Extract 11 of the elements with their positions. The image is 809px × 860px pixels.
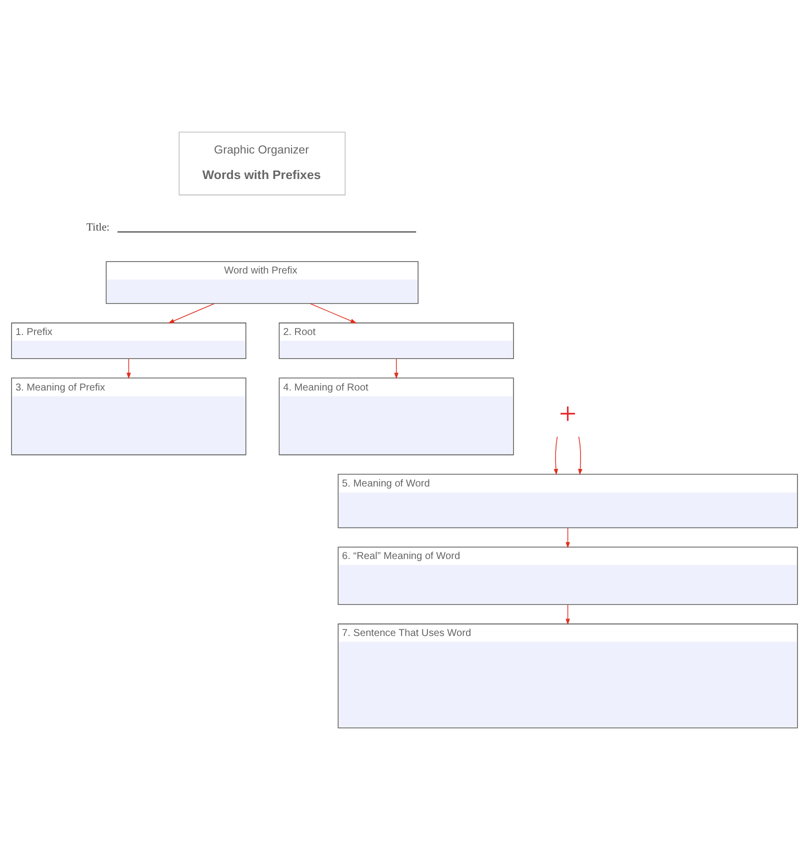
label: Title:	[86, 221, 110, 234]
arrow	[168, 303, 215, 324]
arrow	[554, 436, 558, 476]
node-box: Graphic Organizer Words with Prefixes	[178, 132, 346, 196]
node-text: +	[559, 396, 577, 432]
arrow	[566, 604, 570, 625]
arrow	[126, 358, 131, 379]
arrow	[578, 436, 582, 476]
arrow	[394, 358, 399, 379]
arrow	[566, 527, 570, 548]
arrow	[310, 303, 357, 324]
